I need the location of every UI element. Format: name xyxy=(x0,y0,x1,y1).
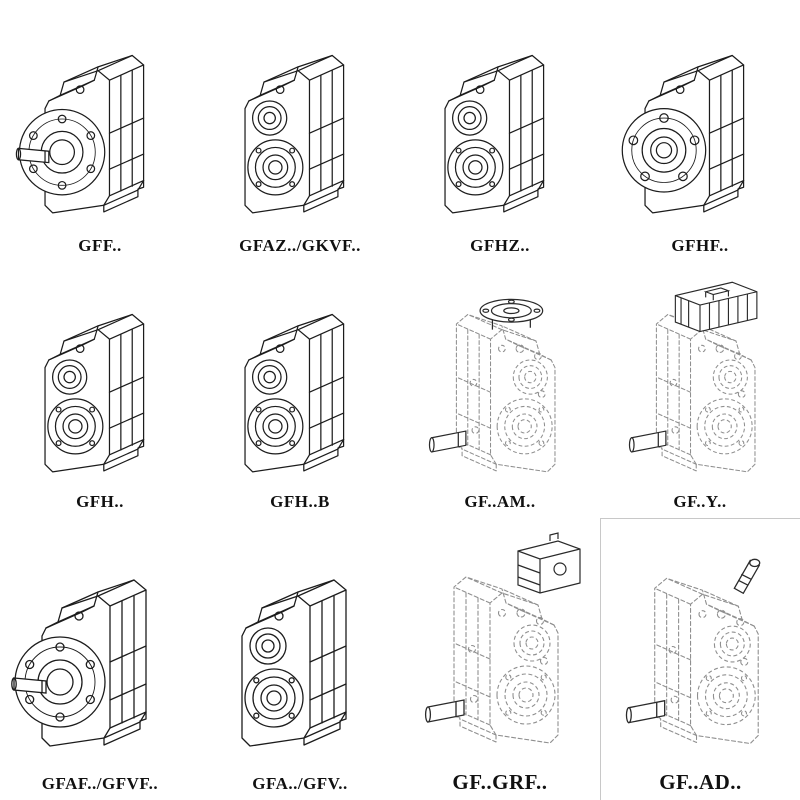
gearbox-cell-gfhf: GFHF.. xyxy=(600,0,800,262)
gearbox-cell-gff: GFF.. xyxy=(0,0,200,262)
gearbox-model-label: GF..AD.. xyxy=(659,769,742,794)
gearbox-model-label: GFH.. xyxy=(76,492,124,512)
gearbox-drawing-area xyxy=(400,0,600,237)
gearbox-phantom-adapter-flange-icon xyxy=(404,269,596,487)
gearbox-drawing-area xyxy=(400,262,600,493)
gearbox-drawing-area xyxy=(200,0,400,237)
gearbox-hollow-bore-icon xyxy=(204,10,396,228)
gearbox-drawing-area xyxy=(600,0,800,237)
gearbox-drawing-area xyxy=(400,518,600,771)
gearbox-cell-gfh: GFH.. xyxy=(0,262,200,518)
gearbox-drawing-area xyxy=(0,262,200,493)
gearbox-flange-shaft-icon xyxy=(0,531,200,763)
gearbox-model-label: GFHF.. xyxy=(671,236,729,256)
gearbox-cell-gfhz: GFHZ.. xyxy=(400,0,600,262)
gearbox-model-label: GF..AM.. xyxy=(464,492,536,512)
gearbox-drawing-area xyxy=(0,518,200,775)
gearbox-model-label: GFA../GFV.. xyxy=(252,774,348,794)
gearbox-cell-gf-am: GF..AM.. xyxy=(400,262,600,518)
gearbox-hollow-bore-foot-icon xyxy=(204,269,396,487)
gearbox-hollow-bore-icon xyxy=(4,269,196,487)
gearbox-drawing-area xyxy=(600,262,800,493)
gearbox-phantom-primary-unit-icon xyxy=(400,528,600,760)
gearbox-flange-hollow-icon xyxy=(604,10,796,228)
gearbox-cell-gf-ad: GF..AD.. xyxy=(600,518,800,800)
gearbox-drawing-area xyxy=(200,518,400,775)
gearbox-drawing-area xyxy=(0,0,200,237)
gearbox-model-label: GFH..B xyxy=(270,492,330,512)
gearbox-hollow-bore-icon xyxy=(200,531,400,763)
gearbox-phantom-input-adapter-icon xyxy=(601,529,800,761)
gearbox-drawing-area xyxy=(601,519,800,771)
gearbox-cell-gf-grf: GF..GRF.. xyxy=(400,518,600,800)
gearbox-cell-gf-y: GF..Y.. xyxy=(600,262,800,518)
gearbox-cell-gfa-gfv: GFA../GFV.. xyxy=(200,518,400,800)
gearbox-model-label: GFF.. xyxy=(78,236,122,256)
gearbox-cell-gfaf-gfvf: GFAF../GFVF.. xyxy=(0,518,200,800)
gearbox-model-label: GFHZ.. xyxy=(470,236,530,256)
gearbox-model-label: GFAF../GFVF.. xyxy=(41,774,159,794)
gearbox-hollow-bore-icon xyxy=(404,10,596,228)
gearbox-phantom-motor-icon xyxy=(604,269,796,487)
gearbox-flange-shaft-icon xyxy=(4,10,196,228)
gearbox-model-label: GFAZ../GKVF.. xyxy=(239,236,361,256)
gearbox-drawing-area xyxy=(200,262,400,493)
gearbox-model-label: GF..GRF.. xyxy=(452,769,548,794)
gearbox-cell-gfaz-gkvf: GFAZ../GKVF.. xyxy=(200,0,400,262)
gearbox-cell-gfh-b: GFH..B xyxy=(200,262,400,518)
gearbox-model-label: GF..Y.. xyxy=(673,492,727,512)
